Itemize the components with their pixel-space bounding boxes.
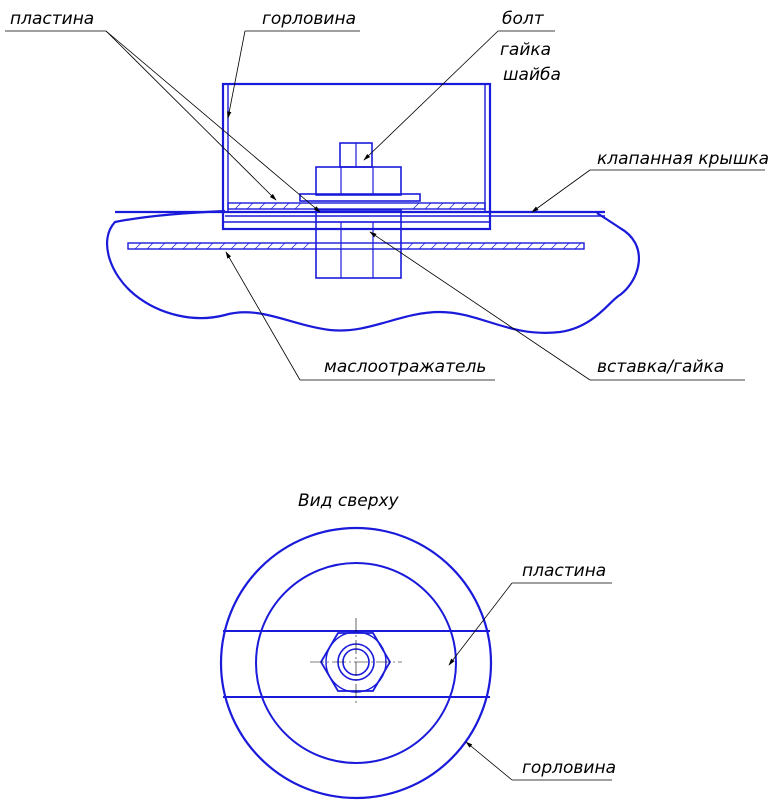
plate-hatching (234, 202, 480, 210)
top-view-title: Вид сверху (298, 491, 400, 511)
leader-plate: пластина (5, 9, 321, 213)
section-view: пластина горловина болт гайка шайба клап… (5, 9, 769, 381)
label-bolt: болт (502, 9, 545, 29)
label-plate: пластина (10, 9, 94, 29)
leader-top-plate: пластина (448, 561, 612, 666)
nut-upper (315, 166, 402, 196)
leader-valve-cover: клапанная крышка (531, 149, 769, 213)
label-neck: горловина (262, 9, 356, 29)
label-top-neck: горловина (522, 758, 616, 778)
cover-break-outline (105, 209, 640, 334)
center-lines (310, 618, 402, 706)
label-insert-nut: вставка/гайка (597, 357, 724, 377)
neck-outer-circle (219, 526, 493, 800)
leader-insert-nut: вставка/гайка (369, 231, 745, 381)
label-oil-deflector: маслоотражатель (324, 357, 486, 377)
insert-nut-lower (315, 209, 402, 279)
neck-inner-circle (255, 562, 457, 764)
label-top-plate: пластина (522, 561, 606, 581)
leader-neck: горловина (227, 9, 360, 119)
leader-top-neck: горловина (465, 741, 616, 781)
label-nut: гайка (500, 40, 551, 60)
neck-body (221, 82, 492, 231)
washer (299, 193, 421, 202)
leader-oil-deflector: маслоотражатель (225, 251, 495, 381)
oil-deflector-hatching (134, 242, 582, 250)
plate-section (227, 202, 486, 210)
label-washer: шайба (503, 65, 561, 85)
oil-deflector (127, 242, 585, 250)
leader-bolt: болт гайка шайба (363, 9, 561, 161)
top-view: Вид сверху пластина горловина (219, 491, 616, 800)
label-valve-cover: клапанная крышка (597, 149, 769, 169)
